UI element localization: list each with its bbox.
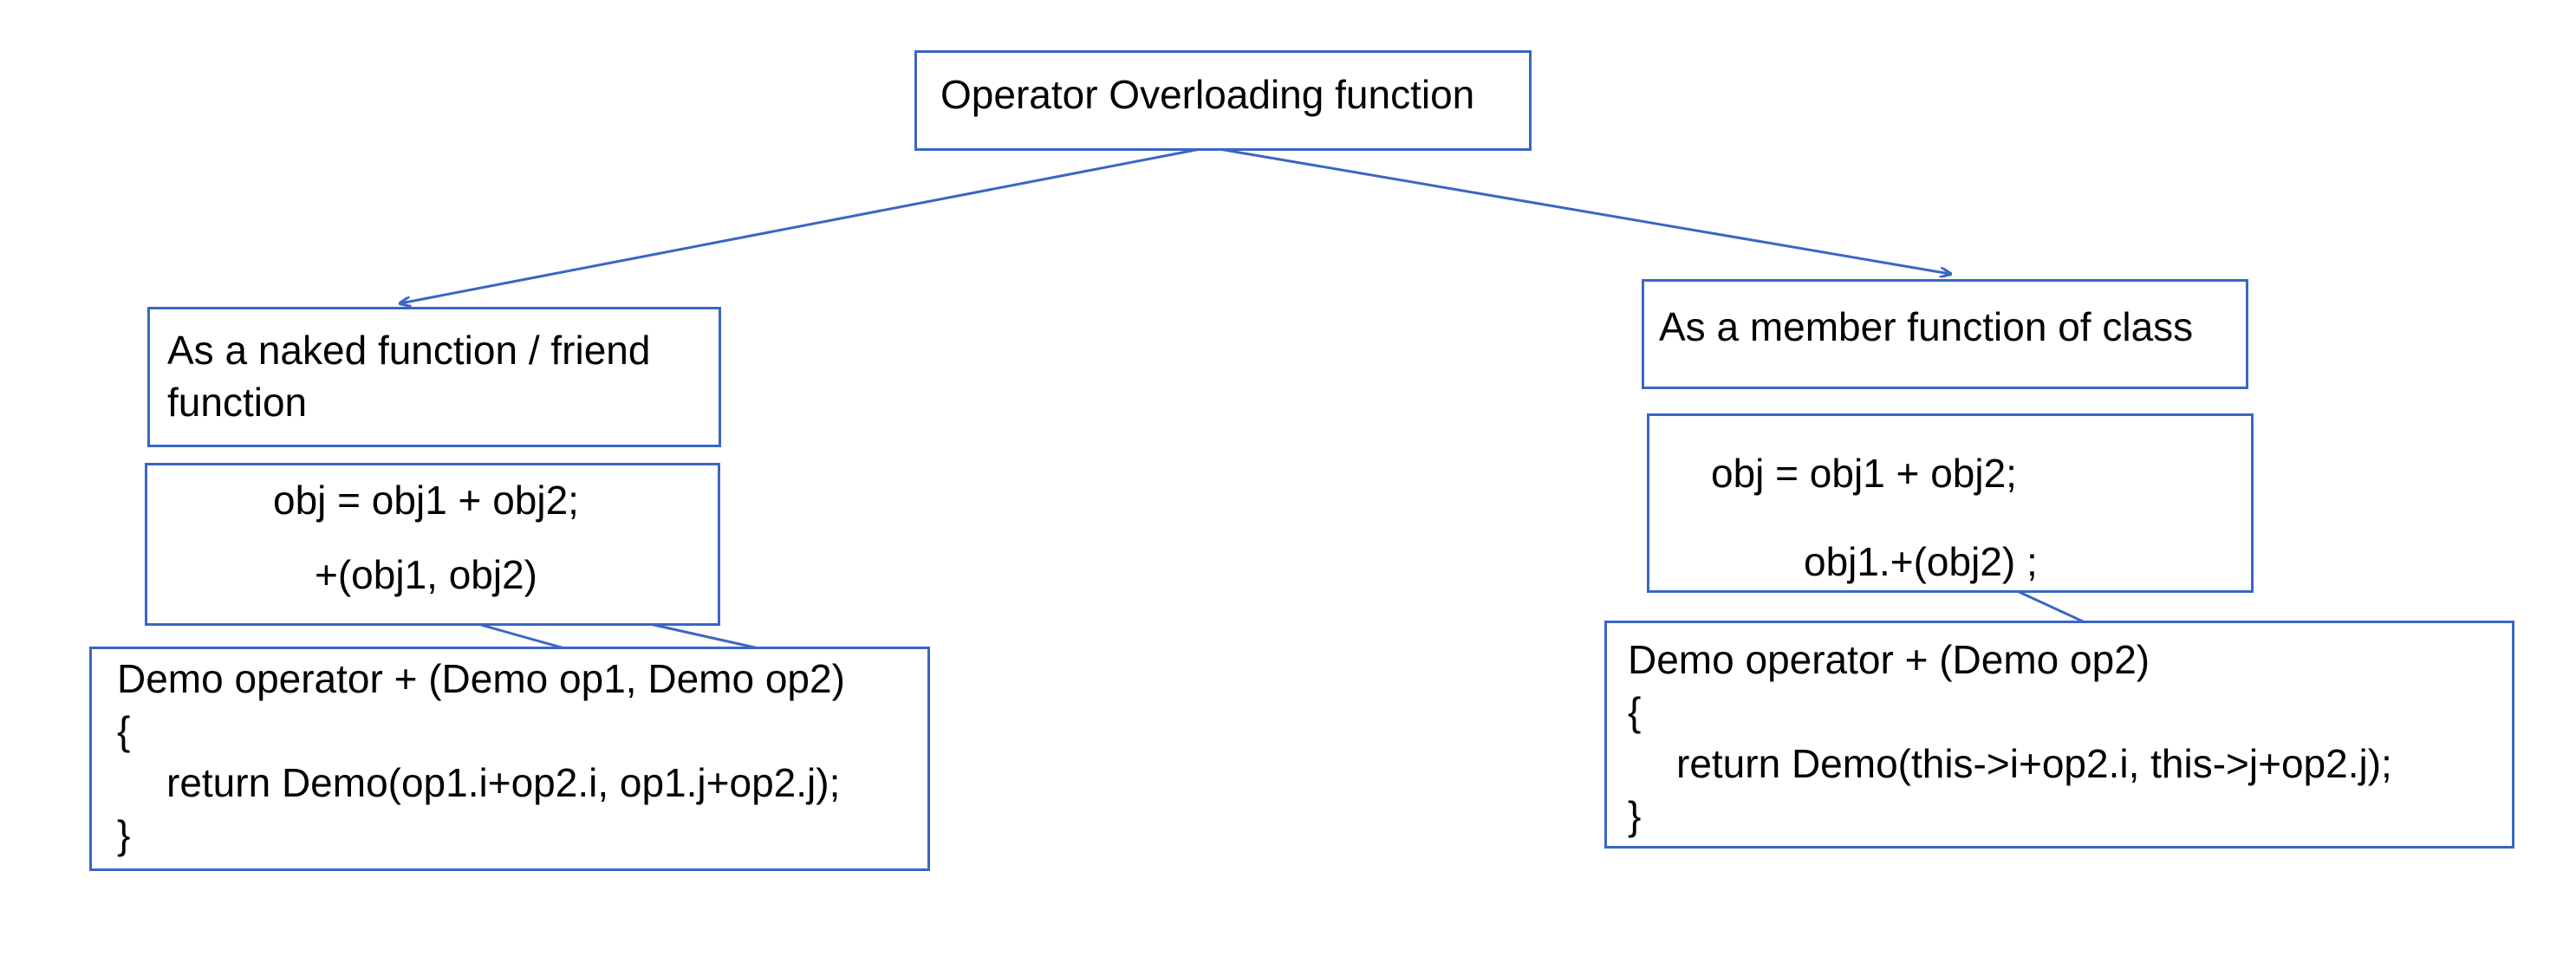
left-expression-box: obj = obj1 + obj2; +(obj1, obj2) [145,463,720,626]
right-call: obj1.+(obj2) ; [1804,539,2038,584]
left-code-close-brace: } [117,812,131,857]
left-heading-box: As a naked function / friend function [147,307,721,447]
left-heading-line2: function [167,380,308,425]
left-code-box: Demo operator + (Demo op1, Demo op2) { r… [89,647,930,871]
right-code-open-brace: { [1628,689,1642,734]
right-code-body: return Demo(this->i+op2.i, this->j+op2.j… [1676,741,2392,786]
left-expression: obj = obj1 + obj2; [273,478,579,523]
left-call: +(obj1, obj2) [315,552,537,597]
root-box: Operator Overloading function [914,50,1532,151]
right-heading: As a member function of class [1659,304,2194,349]
arrow-root-to-right [1208,146,1950,274]
right-expression-box: obj = obj1 + obj2; obj1.+(obj2) ; [1647,413,2254,593]
root-title: Operator Overloading function [940,72,1475,117]
right-code-signature: Demo operator + (Demo op2) [1628,637,2150,682]
right-code-close-brace: } [1628,793,1642,838]
left-heading-line1: As a naked function / friend [167,328,651,373]
right-code-box: Demo operator + (Demo op2) { return Demo… [1604,621,2514,849]
left-code-open-brace: { [117,708,131,753]
left-code-signature: Demo operator + (Demo op1, Demo op2) [117,656,845,701]
right-expression: obj = obj1 + obj2; [1711,451,2017,496]
left-code-body: return Demo(op1.i+op2.i, op1.j+op2.j); [166,760,841,805]
arrow-root-to-left [400,146,1210,303]
right-heading-box: As a member function of class [1642,279,2248,389]
